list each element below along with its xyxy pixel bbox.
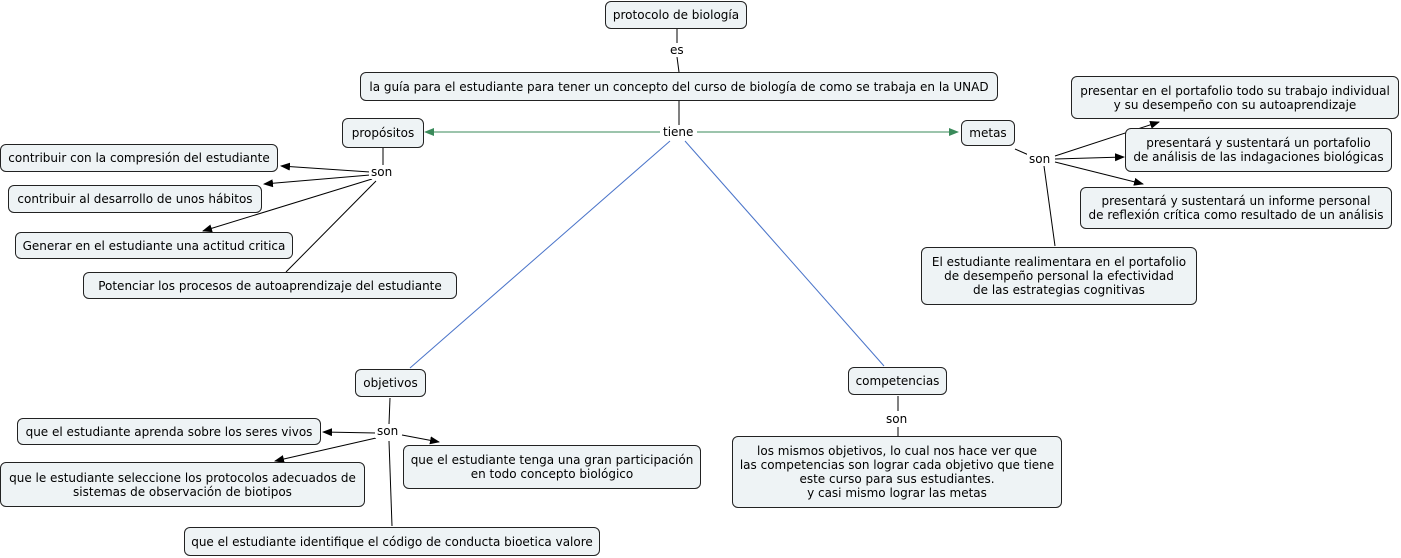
node-meta-1[interactable]: presentar en el portafolio todo su traba… <box>1071 76 1399 119</box>
label-es: es <box>668 43 686 57</box>
node-guia-estudiante[interactable]: la guía para el estudiante para tener un… <box>360 72 998 101</box>
line-son-p4 <box>285 180 377 273</box>
node-objetivo-4[interactable]: que el estudiante identifique el código … <box>184 527 600 556</box>
node-propositos[interactable]: propósitos <box>342 118 424 148</box>
line-son-p2 <box>263 174 371 188</box>
node-objetivo-1[interactable]: que el estudiante aprenda sobre los sere… <box>17 418 321 445</box>
node-proposito-3[interactable]: Generar en el estudiante una actitud cri… <box>15 232 293 259</box>
line-son-m2 <box>1054 153 1125 162</box>
label-son-metas: son <box>1027 152 1053 166</box>
node-meta-4[interactable]: El estudiante realimentara en el portafo… <box>921 247 1197 305</box>
label-son-propositos: son <box>369 165 395 179</box>
node-objetivos[interactable]: objetivos <box>355 369 426 397</box>
node-objetivo-2[interactable]: que le estudiante seleccione los protoco… <box>0 462 365 507</box>
line-son-p1 <box>280 162 371 173</box>
line-tiene-competencias <box>684 140 885 367</box>
line-tiene-objetivos <box>409 140 671 369</box>
line-es-guia <box>676 56 680 73</box>
line-objetivos-son <box>388 397 391 425</box>
line-son-p3 <box>202 178 373 233</box>
node-competencia-1[interactable]: los mismos objetivos, lo cual nos hace v… <box>732 436 1062 508</box>
node-proposito-4[interactable]: Potenciar los procesos de autoaprendizaj… <box>83 272 457 299</box>
node-metas[interactable]: metas <box>961 120 1015 146</box>
line-son-o2 <box>274 437 377 463</box>
label-son-objetivos: son <box>375 424 401 438</box>
node-protocolo-biologia[interactable]: protocolo de biología <box>605 1 747 29</box>
node-objetivo-3[interactable]: que el estudiante tenga una gran partici… <box>403 445 701 489</box>
line-son-o4 <box>388 440 393 527</box>
line-son-m1 <box>1054 120 1160 157</box>
line-son-m3 <box>1054 161 1144 186</box>
line-son-m4 <box>1043 165 1056 247</box>
node-meta-3[interactable]: presentará y sustentará un informe perso… <box>1080 187 1392 229</box>
node-meta-2[interactable]: presentará y sustentará un portafolio de… <box>1125 128 1392 172</box>
node-competencias[interactable]: competencias <box>848 367 947 395</box>
line-son-o1 <box>322 428 377 437</box>
line-son-o3 <box>401 434 440 445</box>
node-proposito-2[interactable]: contribuir al desarrollo de unos hábitos <box>8 185 262 213</box>
label-tiene: tiene <box>661 125 696 139</box>
label-son-competencias: son <box>884 412 910 426</box>
node-proposito-1[interactable]: contribuir con la compresión del estudia… <box>0 144 278 172</box>
